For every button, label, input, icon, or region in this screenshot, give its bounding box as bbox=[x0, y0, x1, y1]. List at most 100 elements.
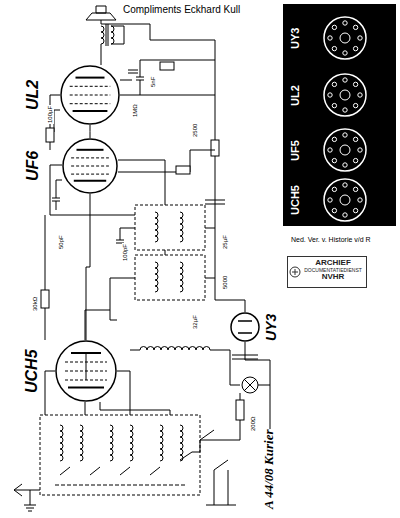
valve-symbol: UL2 bbox=[60, 65, 120, 125]
socket-pin bbox=[332, 158, 336, 162]
tube-socket: UF5 bbox=[323, 128, 367, 172]
capacitor-symbol bbox=[232, 355, 258, 359]
tube-type: UL2 bbox=[289, 85, 301, 106]
tube-type: UL2 bbox=[24, 80, 42, 110]
capacitor-symbol bbox=[116, 228, 135, 243]
socket-pin bbox=[343, 78, 347, 82]
socket-pin bbox=[353, 187, 357, 191]
socket-pin bbox=[343, 51, 347, 55]
archive-stamp: ARCHIEFDOCUMENTATIEDIENSTNVHR bbox=[287, 256, 367, 288]
tube-type: UCH5 bbox=[289, 185, 301, 215]
socket-pin bbox=[353, 208, 357, 212]
socket-pin bbox=[343, 163, 347, 167]
wire bbox=[90, 125, 91, 138]
valve-symbol: UCH5 bbox=[55, 340, 117, 402]
component-value: 25µF bbox=[222, 234, 229, 250]
resistor-symbol bbox=[41, 290, 49, 308]
wiring bbox=[14, 6, 270, 511]
coil-symbol bbox=[180, 425, 183, 461]
socket-pin bbox=[328, 93, 332, 97]
socket-panel bbox=[283, 4, 396, 226]
pilot-lamp bbox=[242, 377, 258, 393]
socket-pin bbox=[358, 148, 362, 152]
resistor-symbol bbox=[46, 128, 54, 142]
component-value: 5nF bbox=[150, 76, 157, 88]
coil-symbol bbox=[111, 26, 114, 44]
component-value: 1MΩ bbox=[132, 103, 139, 118]
socket-pin bbox=[328, 198, 332, 202]
socket-pin bbox=[332, 25, 336, 29]
socket-pin bbox=[343, 108, 347, 112]
socket-pin bbox=[353, 25, 357, 29]
capacitor-symbol bbox=[120, 70, 138, 80]
socket-pin bbox=[332, 208, 336, 212]
socket-pin bbox=[332, 103, 336, 107]
resistor-symbol bbox=[160, 62, 174, 70]
socket-pin bbox=[343, 213, 347, 217]
socket-pin bbox=[353, 158, 357, 162]
socket-pin bbox=[358, 198, 362, 202]
speaker-symbol bbox=[86, 6, 116, 20]
socket-pin bbox=[343, 133, 347, 137]
coil-symbol bbox=[80, 425, 83, 461]
coil-symbol bbox=[130, 425, 133, 461]
tube-socket: UCH5 bbox=[323, 178, 367, 222]
node-outline bbox=[323, 178, 367, 222]
coil-unit bbox=[40, 415, 200, 495]
socket-pin bbox=[328, 36, 332, 40]
ground-symbol bbox=[24, 490, 36, 511]
note: Compliments Eckhard Kull bbox=[122, 4, 241, 15]
tube-type: UF6 bbox=[24, 151, 42, 181]
model-name: A 44/08 Kurier bbox=[262, 429, 276, 510]
socket-pin bbox=[353, 103, 357, 107]
node-outline bbox=[323, 73, 367, 117]
socket-pin bbox=[343, 21, 347, 25]
transformer-core bbox=[106, 24, 108, 46]
if-transformer bbox=[135, 255, 205, 300]
wire bbox=[86, 194, 90, 340]
coil-symbol bbox=[155, 212, 158, 242]
coil-symbol bbox=[160, 425, 163, 461]
tube-type: UCH5 bbox=[23, 349, 41, 393]
resistor-symbol bbox=[211, 140, 219, 156]
socket-pin bbox=[332, 82, 336, 86]
if-transformer bbox=[135, 205, 205, 250]
tube-type: UY3 bbox=[289, 27, 301, 48]
coil-symbol bbox=[180, 212, 183, 242]
note: Ned. Ver. v. Historie v/d R bbox=[290, 236, 372, 244]
node-outline bbox=[62, 138, 118, 194]
component-value: 200Ω bbox=[250, 416, 257, 433]
socket-pin bbox=[353, 82, 357, 86]
component-value: 5000 bbox=[222, 275, 229, 290]
node-outline bbox=[323, 128, 367, 172]
capacitor-symbol bbox=[205, 200, 225, 204]
socket-pins bbox=[328, 21, 362, 217]
socket-pin bbox=[328, 148, 332, 152]
capacitor-symbol bbox=[136, 60, 215, 95]
coil-symbol bbox=[140, 347, 210, 350]
coil-symbol bbox=[60, 425, 63, 461]
socket-pin bbox=[332, 187, 336, 191]
socket-pin bbox=[353, 137, 357, 141]
socket-pin bbox=[343, 183, 347, 187]
stamp-text: ARCHIEF bbox=[303, 259, 363, 268]
component-value: 50pF bbox=[58, 234, 65, 250]
mains-switch bbox=[200, 430, 240, 505]
socket-pin bbox=[358, 36, 362, 40]
resistor-symbol bbox=[176, 166, 190, 174]
capacitor-symbol bbox=[52, 180, 62, 210]
component-value: 30kΩ bbox=[32, 296, 39, 312]
node-outline bbox=[323, 16, 367, 60]
stamp-text: NVHR bbox=[303, 273, 363, 282]
tube-socket: UY3 bbox=[323, 16, 367, 60]
valve-symbol: UF6 bbox=[62, 138, 118, 194]
socket-pin bbox=[353, 46, 357, 50]
node-outline bbox=[55, 340, 117, 402]
socket-pin bbox=[358, 93, 362, 97]
valve-symbol: UY3 bbox=[230, 312, 260, 342]
component-value: 100pF bbox=[122, 243, 129, 262]
component-value: 100µF bbox=[47, 105, 54, 124]
coil-symbol bbox=[101, 26, 104, 44]
resistor-symbol bbox=[236, 400, 244, 420]
socket-pin bbox=[332, 46, 336, 50]
